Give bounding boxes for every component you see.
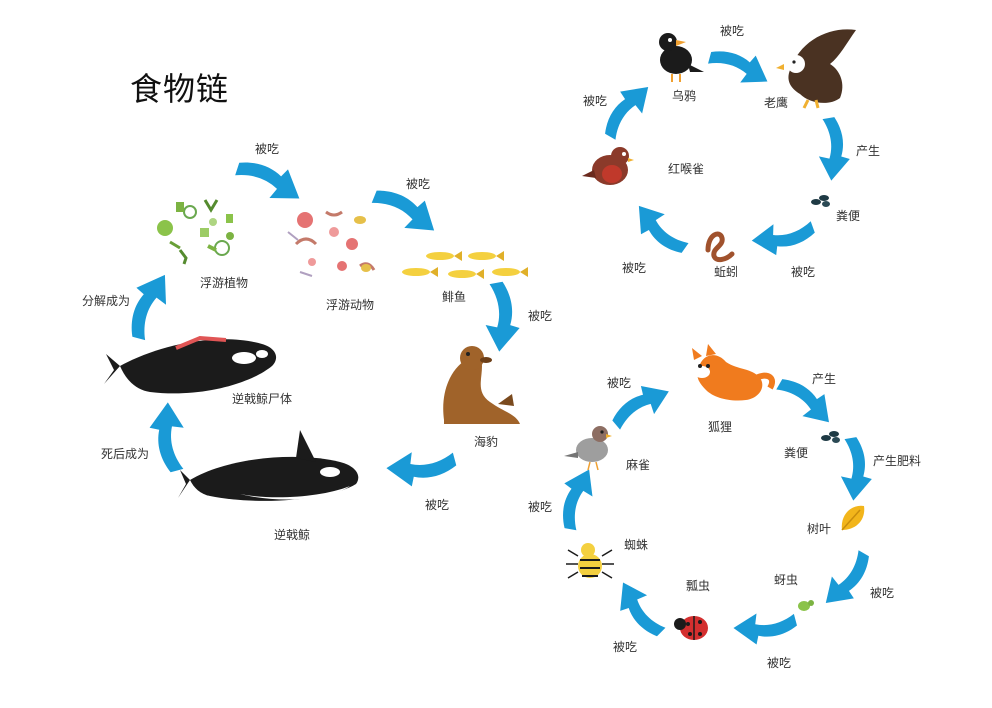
arrow-icon xyxy=(598,76,656,145)
arrow-icon xyxy=(556,465,597,532)
crow-illustration xyxy=(659,33,704,82)
label-anchovy: 鲱鱼 xyxy=(442,290,467,304)
label-orca: 逆戟鲸 xyxy=(274,528,311,542)
label-droppings: 粪便 xyxy=(784,446,809,460)
arrow-icon xyxy=(607,576,673,642)
label-phytoplankton: 浮游植物 xyxy=(200,276,249,290)
robin-illustration xyxy=(582,147,634,185)
label-aphid: 蚜虫 xyxy=(774,573,799,587)
arrow-icon xyxy=(731,604,800,650)
relation-label: 被吃 xyxy=(528,500,553,514)
relation-label: 被吃 xyxy=(255,142,280,156)
label-worm: 蚯蚓 xyxy=(714,265,739,279)
relation-label: 产生 xyxy=(812,372,837,386)
ladybug-illustration xyxy=(674,616,708,640)
arrow-icon xyxy=(123,268,174,343)
arrow-icon xyxy=(818,545,876,614)
relation-label: 分解成为 xyxy=(82,294,131,308)
fox-illustration xyxy=(692,344,776,401)
relation-label: 被吃 xyxy=(622,261,647,275)
relation-label: 被吃 xyxy=(607,376,632,390)
relation-label: 被吃 xyxy=(870,586,895,600)
arrow-icon xyxy=(144,400,194,475)
phytoplankton-illustration xyxy=(157,199,234,265)
eagle-illustration xyxy=(776,29,856,109)
worm-illustration xyxy=(705,231,735,263)
relation-label: 被吃 xyxy=(720,24,745,38)
relation-label: 被吃 xyxy=(583,94,608,108)
label-eagle: 老鹰 xyxy=(764,96,789,110)
relation-label: 产生肥料 xyxy=(873,454,922,468)
arrow-icon xyxy=(626,199,695,260)
zooplankton-illustration xyxy=(287,210,376,277)
relation-label: 被吃 xyxy=(425,498,450,512)
arrow-icon xyxy=(834,435,875,502)
droppings-illustration xyxy=(821,431,840,443)
orca-carcass-illustration xyxy=(104,335,277,394)
relation-label: 被吃 xyxy=(528,309,553,323)
droppings-illustration xyxy=(811,195,830,207)
orca-illustration xyxy=(178,430,359,501)
label-crow: 乌鸦 xyxy=(672,89,697,103)
seal-illustration xyxy=(443,346,520,424)
relation-label: 被吃 xyxy=(767,656,792,670)
arrow-icon xyxy=(478,280,524,354)
label-droppings: 粪便 xyxy=(836,209,861,223)
arrow-icon xyxy=(384,442,459,492)
anchovy-illustration xyxy=(402,251,528,279)
spider-illustration xyxy=(566,543,614,579)
label-sparrow: 麻雀 xyxy=(626,458,651,472)
label-seal: 海豹 xyxy=(474,435,499,449)
label-fox: 狐狸 xyxy=(708,420,733,434)
arrow-icon xyxy=(812,115,853,182)
label-orca-carcass: 逆戟鲸尸体 xyxy=(232,392,293,406)
relation-label: 被吃 xyxy=(406,177,431,191)
label-zooplankton: 浮游动物 xyxy=(326,298,375,312)
arrow-icon xyxy=(705,44,774,90)
relation-label: 被吃 xyxy=(613,640,638,654)
label-spider: 蜘蛛 xyxy=(624,538,649,552)
fox-arrows xyxy=(556,372,876,650)
leaf-illustration xyxy=(841,505,865,531)
page-title: 食物链 xyxy=(130,70,230,108)
relation-label: 死后成为 xyxy=(101,447,150,461)
relation-label: 被吃 xyxy=(791,265,816,279)
label-robin: 红喉雀 xyxy=(668,162,705,176)
arrow-icon xyxy=(231,154,307,207)
sparrow-illustration xyxy=(564,426,612,471)
arrow-icon xyxy=(749,211,818,262)
aphid-illustration xyxy=(798,600,814,611)
label-ladybug: 瓢虫 xyxy=(686,579,711,593)
label-leaf: 树叶 xyxy=(807,522,832,536)
relation-label: 产生 xyxy=(856,144,881,158)
